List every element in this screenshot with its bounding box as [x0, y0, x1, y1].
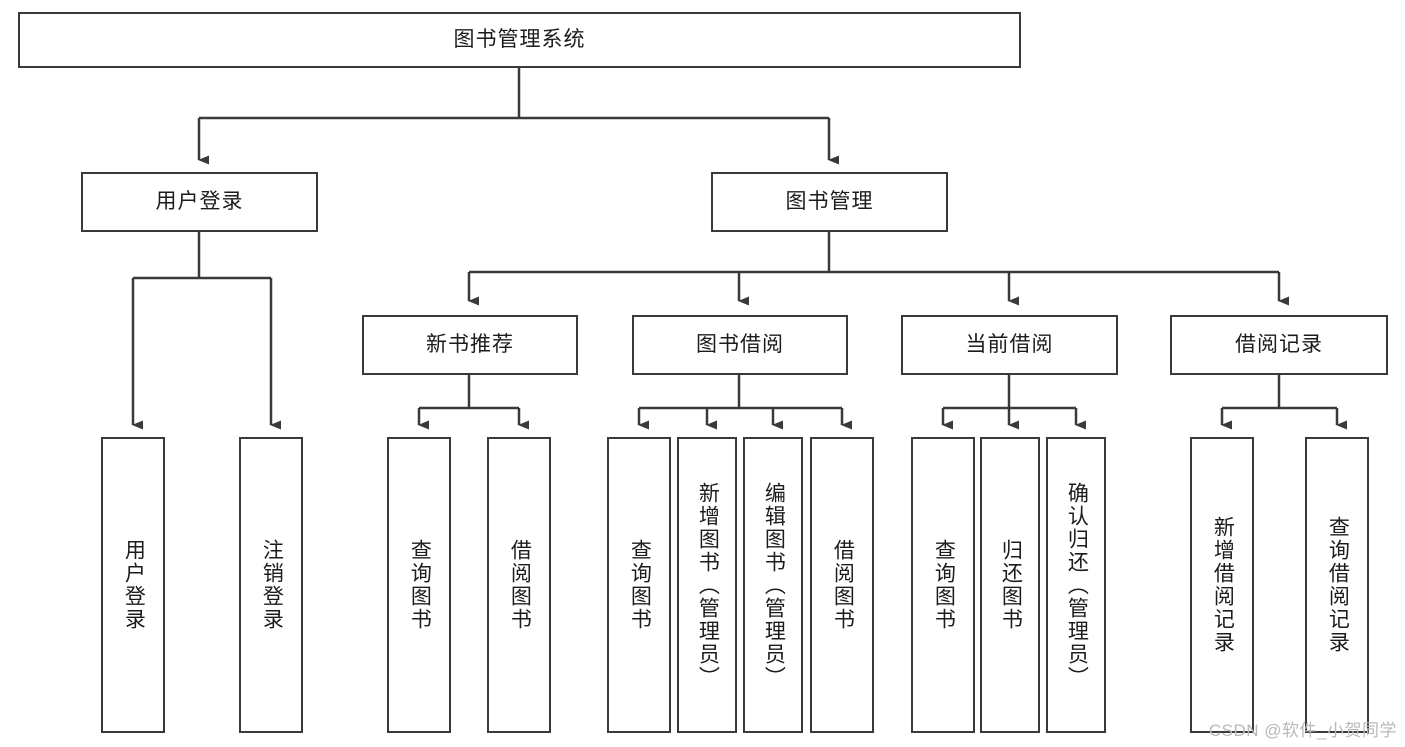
node-leaf-add-record[interactable]: 新增借阅记录	[1190, 437, 1254, 733]
node-leaf-user-login-label: 用户登录	[122, 539, 146, 631]
node-leaf-query-record[interactable]: 查询借阅记录	[1305, 437, 1369, 733]
node-leaf-user-login[interactable]: 用户登录	[101, 437, 165, 733]
node-leaf-confirm-return[interactable]: 确认归还（管理员）	[1046, 437, 1106, 733]
node-user-login[interactable]: 用户登录	[81, 172, 318, 232]
csdn-watermark: CSDN @软件_小贺同学	[1208, 721, 1397, 740]
node-leaf-query-book-3[interactable]: 查询图书	[911, 437, 975, 733]
node-book-manage-label: 图书管理	[785, 190, 874, 214]
node-root-label: 图书管理系统	[453, 28, 586, 52]
node-leaf-query-book-2[interactable]: 查询图书	[607, 437, 671, 733]
node-user-login-label: 用户登录	[155, 190, 244, 214]
node-leaf-query-book-1[interactable]: 查询图书	[387, 437, 451, 733]
node-new-book-recommend-label: 新书推荐	[426, 333, 514, 357]
node-borrow-record[interactable]: 借阅记录	[1170, 315, 1388, 375]
node-current-borrow[interactable]: 当前借阅	[901, 315, 1118, 375]
node-book-borrow[interactable]: 图书借阅	[632, 315, 848, 375]
node-leaf-add-record-label: 新增借阅记录	[1211, 516, 1235, 654]
node-borrow-record-label: 借阅记录	[1235, 333, 1323, 357]
node-leaf-query-book-3-label: 查询图书	[932, 539, 956, 631]
node-book-manage[interactable]: 图书管理	[711, 172, 948, 232]
node-root[interactable]: 图书管理系统	[18, 12, 1021, 68]
node-leaf-return-book[interactable]: 归还图书	[980, 437, 1040, 733]
node-leaf-logout-login[interactable]: 注销登录	[239, 437, 303, 733]
node-leaf-query-book-2-label: 查询图书	[628, 539, 652, 631]
node-current-borrow-label: 当前借阅	[965, 333, 1054, 357]
node-leaf-borrow-book-1[interactable]: 借阅图书	[487, 437, 551, 733]
node-leaf-logout-login-label: 注销登录	[260, 539, 284, 631]
node-new-book-recommend[interactable]: 新书推荐	[362, 315, 578, 375]
node-leaf-return-book-label: 归还图书	[999, 539, 1023, 631]
node-leaf-borrow-book-1-label: 借阅图书	[508, 539, 532, 631]
node-leaf-query-book-1-label: 查询图书	[408, 539, 432, 631]
node-leaf-add-book[interactable]: 新增图书（管理员）	[677, 437, 737, 733]
node-leaf-confirm-return-label: 确认归还（管理员）	[1065, 481, 1089, 689]
node-leaf-edit-book-label: 编辑图书（管理员）	[762, 481, 786, 689]
node-book-borrow-label: 图书借阅	[696, 333, 784, 357]
node-leaf-borrow-book-2-label: 借阅图书	[831, 539, 855, 631]
node-leaf-borrow-book-2[interactable]: 借阅图书	[810, 437, 874, 733]
node-leaf-add-book-label: 新增图书（管理员）	[696, 481, 720, 689]
node-leaf-query-record-label: 查询借阅记录	[1326, 516, 1350, 654]
node-leaf-edit-book[interactable]: 编辑图书（管理员）	[743, 437, 803, 733]
